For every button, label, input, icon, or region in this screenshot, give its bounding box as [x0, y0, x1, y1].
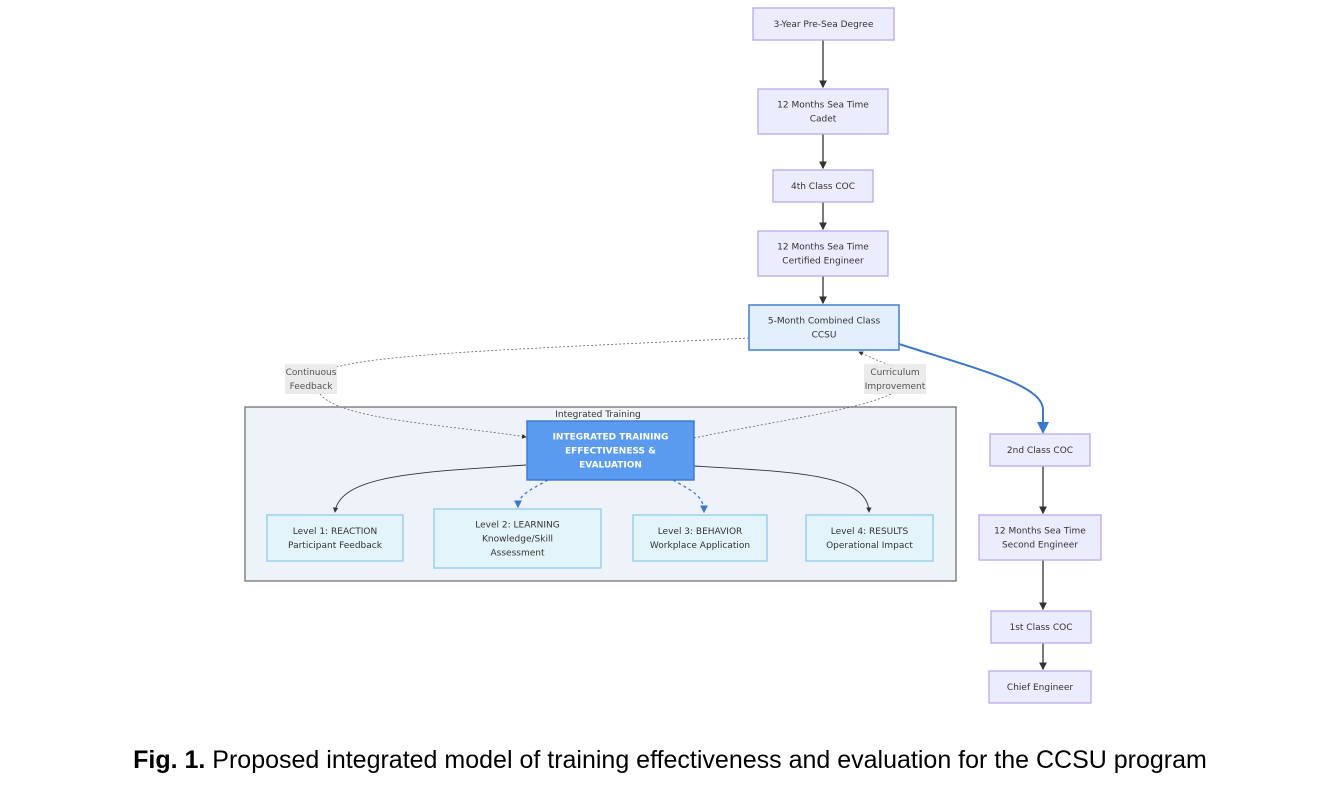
node-sea-time-certified-engineer-label: 12 Months Sea Time: [777, 243, 869, 253]
node-1st-class-coc-box: [990, 610, 1092, 644]
edge-ccsu-to-feedback-label: [317, 337, 750, 379]
node-level1-reaction-label: Participant Feedback: [288, 541, 383, 551]
node-integrated-training-evaluation-label: INTEGRATED TRAINING: [553, 433, 669, 443]
edges-group: [317, 40, 1049, 671]
edge-central-to-level2: [514, 479, 549, 509]
edge-label-continuous-feedback-text: Continuous: [286, 368, 337, 378]
node-4th-class-coc-label: 4th Class COC: [791, 182, 855, 192]
node-sea-time-cadet-label: 12 Months Sea Time: [777, 101, 869, 111]
node-level2-learning-label: Level 2: LEARNING: [475, 521, 559, 531]
node-sea-time-second-engineer-label: Second Engineer: [1002, 541, 1078, 551]
node-2nd-class-coc: 2nd Class COC: [989, 433, 1091, 467]
node-level4-results-label: Operational Impact: [826, 541, 913, 551]
edge-central-to-level4: [693, 465, 872, 513]
caption-text: Proposed integrated model of training ef…: [205, 746, 1207, 774]
node-ccsu-combined-class-label: CCSU: [812, 331, 837, 341]
node-integrated-training-evaluation-label: EVALUATION: [579, 461, 642, 471]
figure-caption: Fig. 1. Proposed integrated model of tra…: [0, 746, 1340, 775]
edge-central-to-level1: [332, 464, 527, 513]
node-level2-learning-label: Assessment: [491, 549, 545, 559]
node-level3-behavior-label: Workplace Application: [650, 541, 750, 551]
node-ccsu-combined-class-label: 5-Month Combined Class: [768, 317, 881, 327]
node-integrated-training-evaluation: INTEGRATED TRAINING EFFECTIVENESS & EVALUA…: [526, 420, 695, 481]
caption-label: Fig. 1.: [133, 746, 206, 774]
edge-ccsu-to-2nd-coc: [898, 343, 1049, 434]
edge-label-curriculum-improvement-text: Improvement: [865, 382, 926, 392]
node-level3-behavior-box: [632, 514, 768, 562]
node-sea-time-second-engineer-box: [978, 514, 1102, 561]
node-2nd-class-coc-label: 2nd Class COC: [1007, 446, 1073, 456]
edge-central-to-level3: [672, 479, 708, 514]
node-integrated-training-evaluation-label: EFFECTIVENESS &: [565, 447, 656, 457]
node-level3-behavior-label: Level 3: BEHAVIOR: [658, 527, 743, 537]
node-4th-class-coc: 4th Class COC: [772, 169, 874, 203]
subgraph-title: Integrated Training: [555, 410, 641, 420]
node-level2-learning-box: [433, 508, 602, 569]
node-sea-time-cadet-label: Cadet: [810, 115, 837, 125]
node-sea-time-second-engineer-label: 12 Months Sea Time: [994, 527, 1086, 537]
node-chief-engineer-box: [988, 670, 1092, 704]
node-level3-behavior: Level 3: BEHAVIOR Workplace Application: [632, 514, 768, 562]
node-integrated-training-evaluation-box: [526, 420, 695, 481]
node-pre-sea-degree-box: [752, 7, 895, 41]
node-ccsu-combined-class-box: [748, 304, 900, 351]
node-level4-results-box: [805, 514, 934, 562]
node-level2-learning-label: Knowledge/Skill: [482, 535, 553, 545]
node-pre-sea-degree: 3-Year Pre-Sea Degree: [752, 7, 895, 41]
node-chief-engineer-label: Chief Engineer: [1007, 683, 1073, 693]
node-level1-reaction: Level 1: REACTION Participant Feedback: [266, 514, 404, 562]
node-level4-results-label: Level 4: RESULTS: [831, 527, 909, 537]
node-level4-results: Level 4: RESULTS Operational Impact: [805, 514, 934, 562]
node-level1-reaction-box: [266, 514, 404, 562]
edge-improvement-to-ccsu: [858, 351, 894, 367]
edge-label-continuous-feedback-text: Feedback: [290, 382, 334, 392]
node-sea-time-certified-engineer-label: Certified Engineer: [782, 257, 864, 267]
node-sea-time-cadet-box: [757, 88, 889, 135]
node-sea-time-certified-engineer-box: [757, 230, 889, 277]
node-1st-class-coc: 1st Class COC: [990, 610, 1092, 644]
edge-label-curriculum-improvement-text: Curriculum: [870, 368, 919, 378]
node-1st-class-coc-label: 1st Class COC: [1010, 623, 1073, 633]
node-pre-sea-degree-label: 3-Year Pre-Sea Degree: [774, 20, 874, 30]
node-chief-engineer: Chief Engineer: [988, 670, 1092, 704]
node-4th-class-coc-box: [772, 169, 874, 203]
node-2nd-class-coc-box: [989, 433, 1091, 467]
edge-central-to-improvement-label: [693, 392, 894, 439]
node-level1-reaction-label: Level 1: REACTION: [293, 527, 377, 537]
node-level2-learning: Level 2: LEARNING Knowledge/SkillAssessme…: [433, 508, 602, 569]
